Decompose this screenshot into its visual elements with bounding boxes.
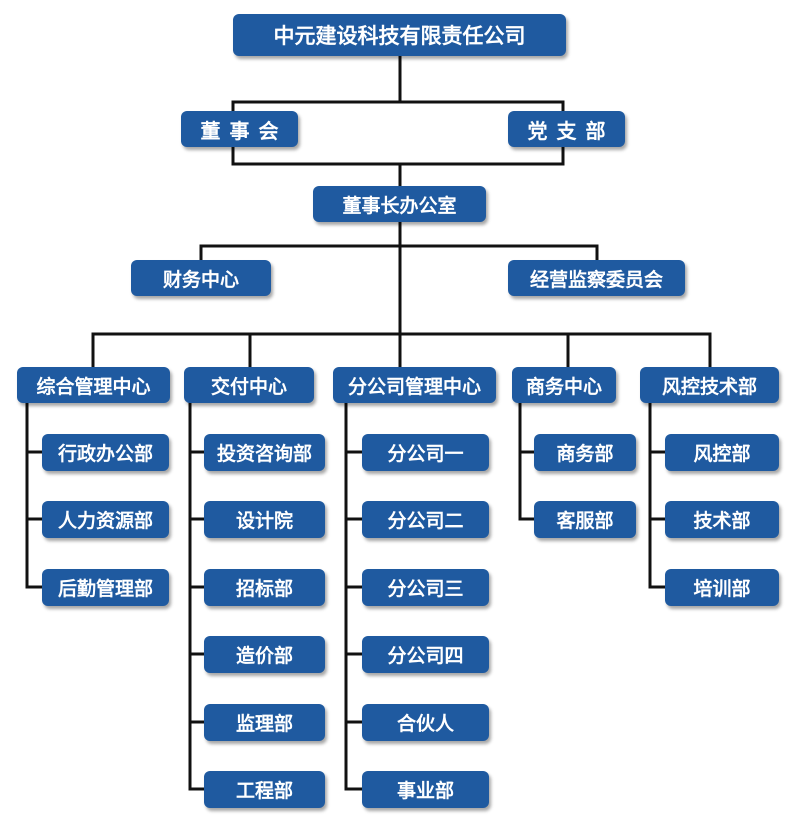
chairman-office-node: 董事长办公室	[313, 186, 486, 222]
party-node: 党支部	[508, 111, 625, 147]
dept-node: 造价部	[204, 636, 325, 673]
dept-node: 设计院	[204, 501, 325, 538]
center-node: 交付中心	[184, 367, 314, 403]
center-node: 商务中心	[512, 367, 616, 403]
dept-node: 行政办公部	[42, 434, 169, 471]
dept-node: 工程部	[204, 771, 325, 808]
center-node: 综合管理中心	[17, 367, 170, 403]
dept-node: 监理部	[204, 704, 325, 741]
dept-node: 招标部	[204, 569, 325, 606]
center-node: 风控技术部	[640, 367, 779, 403]
dept-node: 分公司三	[362, 569, 489, 606]
dept-node: 分公司一	[362, 434, 489, 471]
dept-node: 分公司四	[362, 636, 489, 673]
dept-node: 合伙人	[362, 704, 489, 741]
dept-node: 商务部	[534, 434, 636, 471]
dept-node: 事业部	[362, 771, 489, 808]
board-node: 董事会	[181, 111, 298, 147]
dept-node: 后勤管理部	[42, 569, 169, 606]
center-node: 分公司管理中心	[333, 367, 496, 403]
operation-committee-node: 经营监察委员会	[508, 260, 685, 296]
dept-node: 风控部	[665, 434, 779, 471]
finance-center-node: 财务中心	[131, 260, 271, 296]
dept-node: 培训部	[665, 569, 779, 606]
dept-node: 人力资源部	[42, 501, 169, 538]
company-node: 中元建设科技有限责任公司	[233, 14, 566, 56]
dept-node: 客服部	[534, 501, 636, 538]
dept-node: 分公司二	[362, 501, 489, 538]
dept-node: 投资咨询部	[204, 434, 325, 471]
dept-node: 技术部	[665, 501, 779, 538]
